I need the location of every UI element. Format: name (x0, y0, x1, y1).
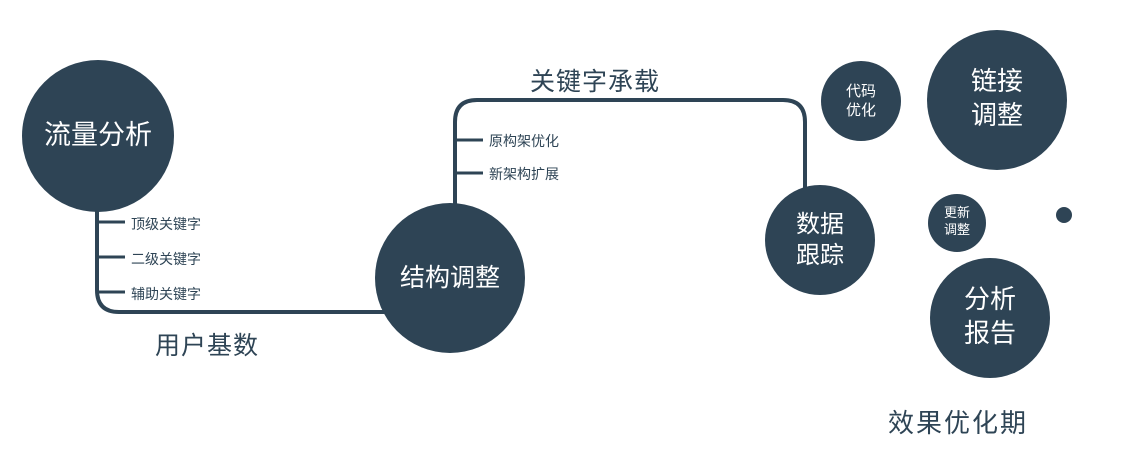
node-data-tracking-line2: 跟踪 (796, 241, 844, 269)
node-update-adjustment-line1: 更新 (943, 206, 970, 222)
node-analysis-report: 分析 报告 (930, 258, 1050, 378)
node-code-optimization: 代码 优化 (821, 61, 901, 141)
node-structure-adjustment-label: 结构调整 (399, 262, 500, 292)
node-data-tracking-line1: 数据 (796, 209, 844, 238)
node-update-adjustment: 更新 调整 (928, 194, 986, 252)
node-traffic-analysis: 流量分析 (22, 60, 174, 212)
node-code-optimization-line2: 优化 (845, 101, 876, 119)
edge-label-user-base: 用户基数 (155, 331, 260, 360)
branch-label-second-keyword: 二级关键字 (131, 252, 201, 268)
bullet-dot (1056, 207, 1072, 223)
branch-label-top-keyword: 顶级关键字 (131, 217, 201, 233)
edge-structure-to-tracking (453, 98, 807, 215)
node-link-adjustment: 链接 调整 (927, 30, 1067, 170)
node-data-tracking: 数据 跟踪 (765, 185, 875, 295)
node-traffic-analysis-label: 流量分析 (44, 120, 152, 152)
node-update-adjustment-line2: 调整 (943, 223, 970, 238)
node-analysis-report-line1: 分析 (963, 285, 1016, 316)
branch-label-aux-keyword: 辅助关键字 (131, 287, 201, 303)
node-structure-adjustment: 结构调整 (375, 203, 525, 353)
edge-label-keyword-carry: 关键字承载 (530, 67, 661, 96)
branch-label-arch-expand: 新架构扩展 (489, 167, 559, 183)
node-code-optimization-line1: 代码 (845, 81, 876, 100)
node-link-adjustment-line2: 调整 (970, 101, 1023, 131)
branch-label-arch-optimize: 原构架优化 (489, 134, 559, 150)
node-link-adjustment-line1: 链接 (970, 67, 1023, 98)
edge-traffic-to-structure (95, 190, 440, 314)
footer-label-effect-optimization: 效果优化期 (888, 409, 1029, 439)
node-analysis-report-line2: 报告 (963, 319, 1016, 349)
